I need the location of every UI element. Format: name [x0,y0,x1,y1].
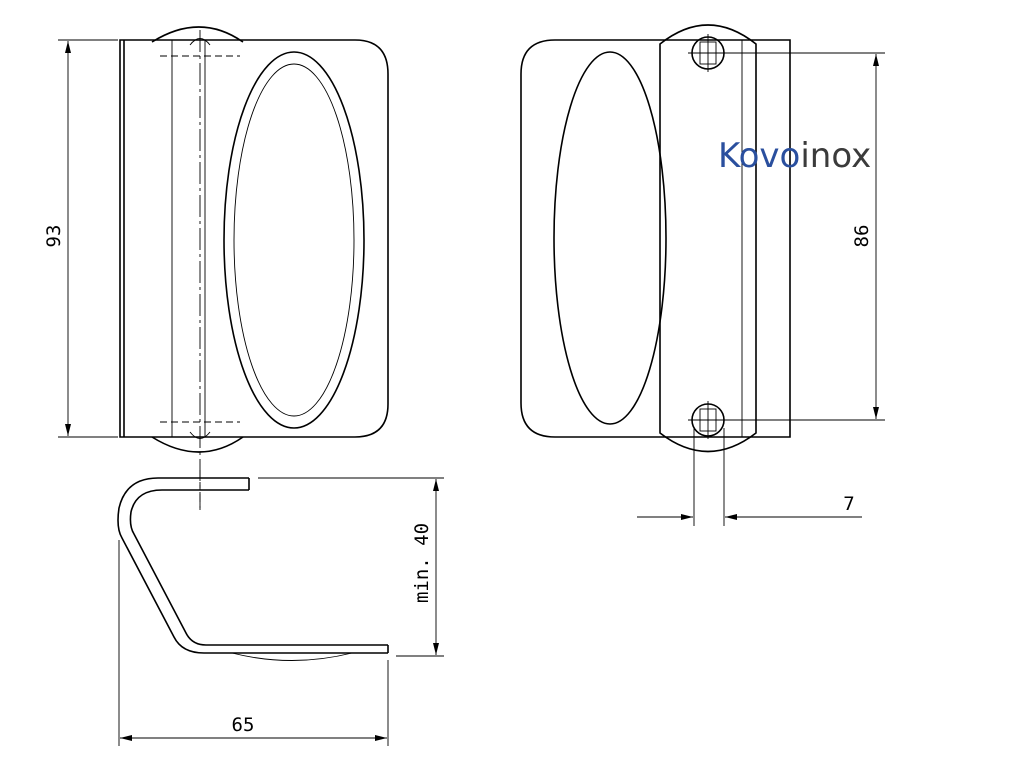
front-bottom-tab [151,436,244,453]
rear-body-outline [520,39,791,438]
dim-93-label: 93 [43,225,65,248]
dim-40-label: min. 40 [411,523,433,603]
front-top-tab [151,26,244,43]
profile-inner [129,489,388,646]
front-view: 93 [43,26,389,510]
rear-view: 86 7 [520,24,885,526]
profile-oval-bulge [231,652,353,661]
front-oval-outer [223,51,365,429]
dim-86-label: 86 [851,225,873,248]
rear-oval [553,51,667,425]
front-oval-inner [233,63,355,417]
side-profile: min. 40 65 [117,470,444,746]
profile-outer [117,477,388,654]
kovoinox-logo: Kovoinox [718,136,871,176]
dim-65-label: 65 [232,714,255,736]
dim-7-label: 7 [843,493,854,515]
logo-part-inox: inox [800,136,871,176]
logo-part-kovo: Kovo [718,136,800,176]
rear-strap-plate [659,24,757,453]
front-body-outline [119,39,389,438]
